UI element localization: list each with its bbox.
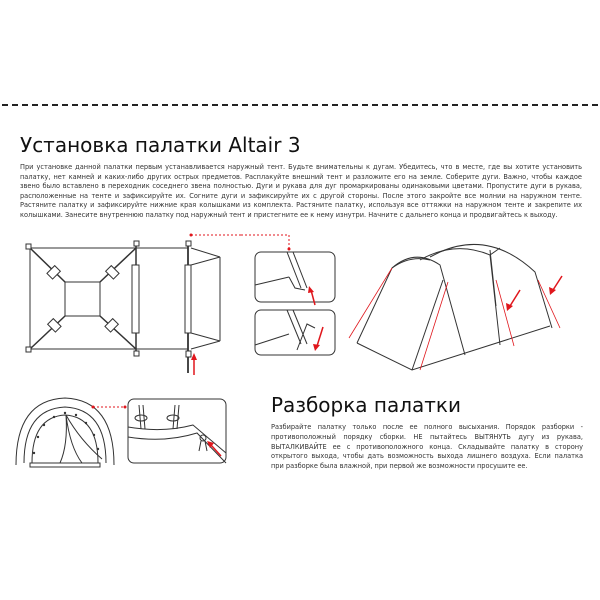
setup-title: Установка палатки Altair 3: [20, 133, 301, 157]
inner-tent-front-view: [15, 397, 115, 468]
tent-floor-plan-diagram: [25, 233, 242, 375]
red-arrow-up-icon: [308, 286, 316, 306]
red-arrow-icon: [207, 441, 222, 457]
red-arrow-icon: [191, 353, 197, 375]
pole-insertion-detail: [241, 234, 336, 356]
teardown-title: Разборка палатки: [271, 393, 462, 417]
tent-3d-view: [348, 243, 563, 371]
red-arrow-down-icon: [313, 326, 324, 351]
red-arrow-icon: [549, 275, 563, 295]
inner-tent-hook-detail: [91, 398, 227, 464]
teardown-instructions: Разбирайте палатку только после ее полно…: [271, 423, 583, 471]
dashed-divider: [2, 104, 598, 106]
red-arrow-icon: [506, 289, 521, 311]
setup-instructions: При установке данной палатки первым уста…: [20, 163, 582, 219]
